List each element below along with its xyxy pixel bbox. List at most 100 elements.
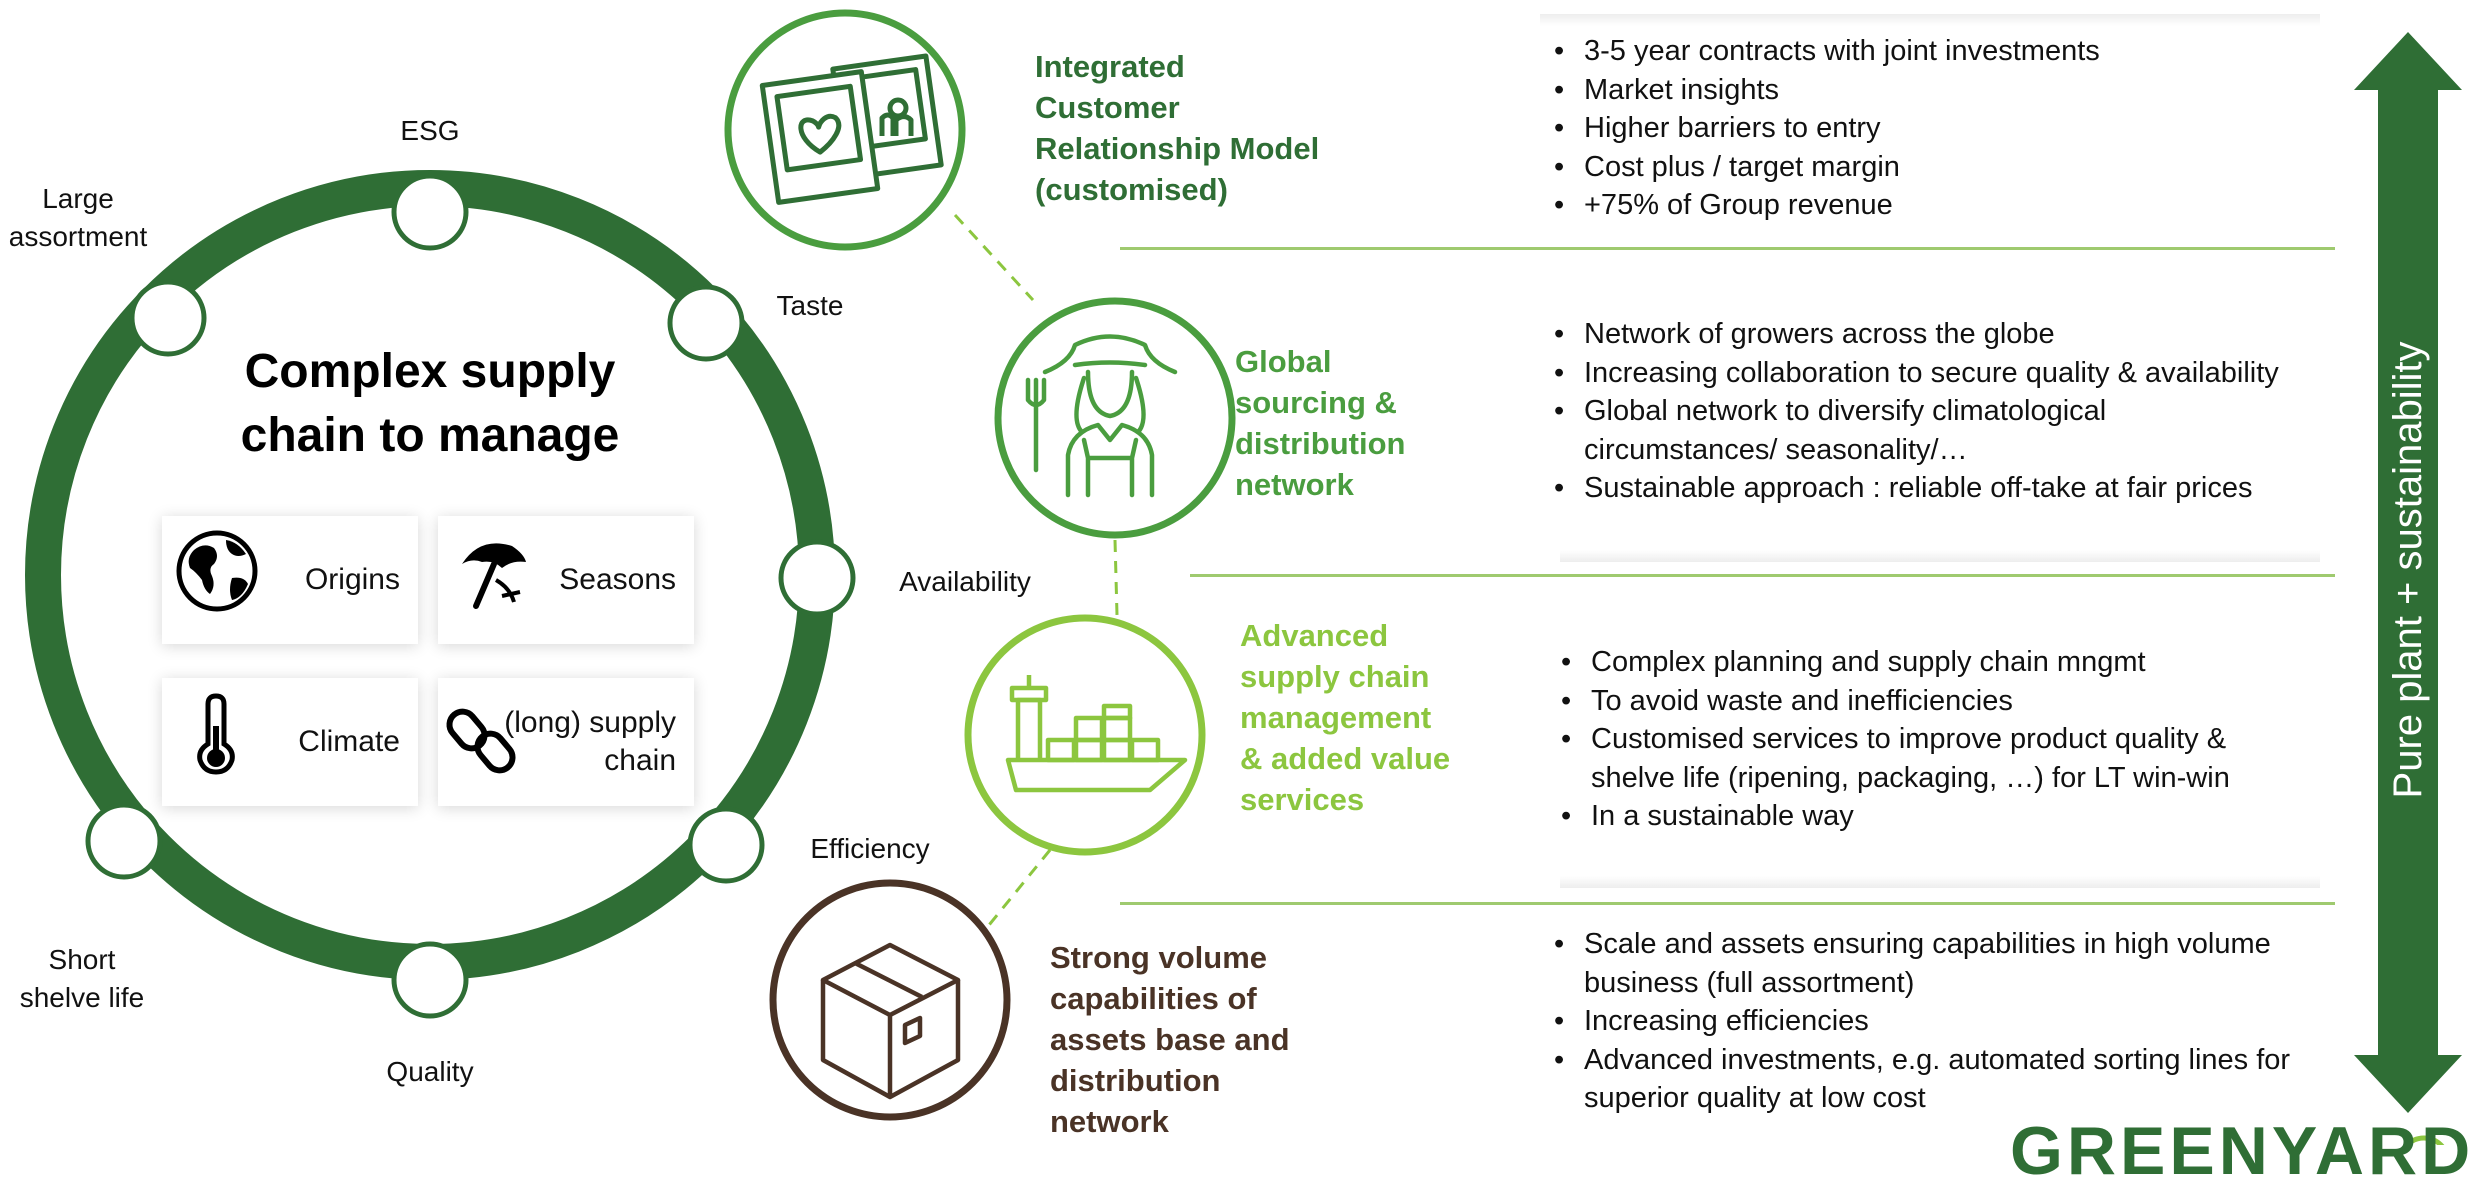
divider-3 <box>1120 902 2335 905</box>
photos-icon <box>759 53 944 205</box>
node-label-efficiency: Efficiency <box>810 833 930 864</box>
tier1-heading-line1: Integrated <box>1035 49 1185 84</box>
list-item-continuation: superior quality at low cost <box>1550 1079 2290 1118</box>
tier4-circle[interactable] <box>769 879 1011 1121</box>
card-climate[interactable]: Climate <box>162 678 418 806</box>
list-item: Cost plus / target margin <box>1550 148 2100 187</box>
ring-node-efficiency[interactable] <box>687 806 765 884</box>
umbrella-icon <box>462 543 526 609</box>
tier3-heading-line4: & added value <box>1240 741 1451 776</box>
tier3-heading: Advanced supply chain management & added… <box>1240 615 1450 820</box>
list-item: Scale and assets ensuring capabilities i… <box>1550 925 2290 964</box>
ship-icon <box>1005 675 1188 793</box>
list-item: Advanced investments, e.g. automated sor… <box>1550 1041 2290 1080</box>
tier3-heading-line3: management <box>1240 700 1432 735</box>
tier3-heading-line5: services <box>1240 782 1365 817</box>
list-item: Sustainable approach : reliable off-take… <box>1550 469 2279 508</box>
card-supply-chain-line2: chain <box>604 744 676 777</box>
company-logo: GREENYARD <box>2010 1113 2471 1189</box>
list-item: Market insights <box>1550 71 2100 110</box>
tier4-heading-line4: distribution <box>1050 1063 1221 1098</box>
card-supply-chain-label: (long) supply chain <box>504 704 676 780</box>
tier4-heading-line5: network <box>1050 1104 1169 1139</box>
chain-icon <box>446 708 516 774</box>
shadow-band-2 <box>1560 550 2320 562</box>
divider-1 <box>1120 247 2335 250</box>
node-label-large-assortment-line2: assortment <box>8 221 148 252</box>
tier3-circle[interactable] <box>964 614 1206 856</box>
list-item: Increasing collaboration to secure quali… <box>1550 354 2279 393</box>
logo-mark-icon <box>2403 1135 2445 1145</box>
list-item-continuation: business (full assortment) <box>1550 964 2290 1003</box>
diagram-canvas <box>25 9 2462 1145</box>
page-title-line1: Complex supply <box>244 345 616 398</box>
tier2-circle[interactable] <box>994 297 1236 539</box>
tier1-heading-line3: Relationship Model <box>1035 131 1320 166</box>
list-item: Increasing efficiencies <box>1550 1002 2290 1041</box>
list-item: Network of growers across the globe <box>1550 315 2279 354</box>
list-item: Global network to diversify climatologic… <box>1550 392 2279 431</box>
node-label-large-assortment-line1: Large <box>42 183 114 214</box>
globe-icon <box>176 530 258 612</box>
node-label-short-shelve-life: Short shelve life <box>0 941 164 1017</box>
list-item-continuation: circumstances/ seasonality/… <box>1550 431 2279 470</box>
tier1-heading: Integrated Customer Relationship Model (… <box>1035 46 1319 210</box>
ring-node-short-shelve-life[interactable] <box>85 802 163 880</box>
tier4-heading-line1: Strong volume <box>1050 940 1268 975</box>
list-item-continuation: shelve life (ripening, packaging, …) for… <box>1557 759 2230 798</box>
node-label-quality: Quality <box>386 1056 474 1087</box>
tier2-heading-line4: network <box>1235 467 1354 502</box>
list-item: 3-5 year contracts with joint investment… <box>1550 32 2100 71</box>
page-title: Complex supply chain to manage <box>160 340 700 468</box>
list-item: To avoid waste and inefficiencies <box>1557 682 2230 721</box>
list-item-continuation-text: business (full assortment) <box>1584 966 1915 999</box>
list-item: Higher barriers to entry <box>1550 109 2100 148</box>
list-item: In a sustainable way <box>1557 797 2230 836</box>
list-item: +75% of Group revenue <box>1550 186 2100 225</box>
tier1-heading-line4: (customised) <box>1035 172 1228 207</box>
tier2-bullets: Network of growers across the globe Incr… <box>1550 315 2279 508</box>
tier4-heading-line2: capabilities of <box>1050 981 1257 1016</box>
node-label-large-assortment: Large assortment <box>0 180 156 256</box>
arrow-label: Pure plant + sustainability <box>2386 341 2430 799</box>
node-label-short-shelve-life-line2: shelve life <box>19 982 145 1013</box>
card-origins-label: Origins <box>304 563 400 596</box>
list-item: Complex planning and supply chain mngmt <box>1557 643 2230 682</box>
box-icon <box>820 942 961 1100</box>
tier4-heading-line3: assets base and <box>1050 1022 1290 1057</box>
vertical-double-arrow <box>2354 32 2462 1113</box>
tier2-heading-line2: sourcing & <box>1235 385 1397 420</box>
tier2-heading: Global sourcing & distribution network <box>1235 341 1405 505</box>
divider-2 <box>1190 574 2335 577</box>
card-seasons-label: Seasons <box>559 563 676 596</box>
tier1-bullets: 3-5 year contracts with joint investment… <box>1550 32 2100 225</box>
card-seasons[interactable]: Seasons <box>438 516 694 644</box>
node-label-esg: ESG <box>400 115 460 146</box>
node-label-short-shelve-life-line1: Short <box>48 944 116 975</box>
node-label-availability: Availability <box>899 566 1031 597</box>
farmer-icon <box>1025 334 1178 498</box>
card-origins[interactable]: Origins <box>162 516 418 644</box>
shadow-band-3 <box>1560 876 2320 888</box>
ring-node-esg[interactable] <box>391 173 469 251</box>
card-supply-chain[interactable]: (long) supply chain <box>438 678 694 806</box>
card-climate-label: Climate <box>298 725 400 758</box>
tier3-heading-line1: Advanced <box>1240 618 1389 653</box>
thermometer-icon <box>197 693 235 775</box>
ring-nodes <box>85 173 856 1019</box>
tier1-heading-line2: Customer <box>1035 90 1180 125</box>
node-label-taste: Taste <box>776 290 844 321</box>
dashed-connector <box>953 213 1119 931</box>
list-item: Customised services to improve product q… <box>1557 720 2230 759</box>
list-item-continuation-text: shelve life (ripening, packaging, …) for… <box>1591 761 2230 794</box>
tier3-heading-line2: supply chain <box>1240 659 1430 694</box>
ring-node-large-assortment[interactable] <box>129 279 207 357</box>
ring-node-taste[interactable] <box>667 284 745 362</box>
ring-node-quality[interactable] <box>391 941 469 1019</box>
card-supply-chain-line1: (long) supply <box>504 706 676 739</box>
ring-node-availability[interactable] <box>778 539 856 617</box>
tier2-heading-line1: Global <box>1235 344 1332 379</box>
list-item-continuation-text: circumstances/ seasonality/… <box>1584 433 1968 466</box>
tier3-bullets: Complex planning and supply chain mngmt … <box>1557 643 2230 836</box>
tier2-heading-line3: distribution <box>1235 426 1406 461</box>
